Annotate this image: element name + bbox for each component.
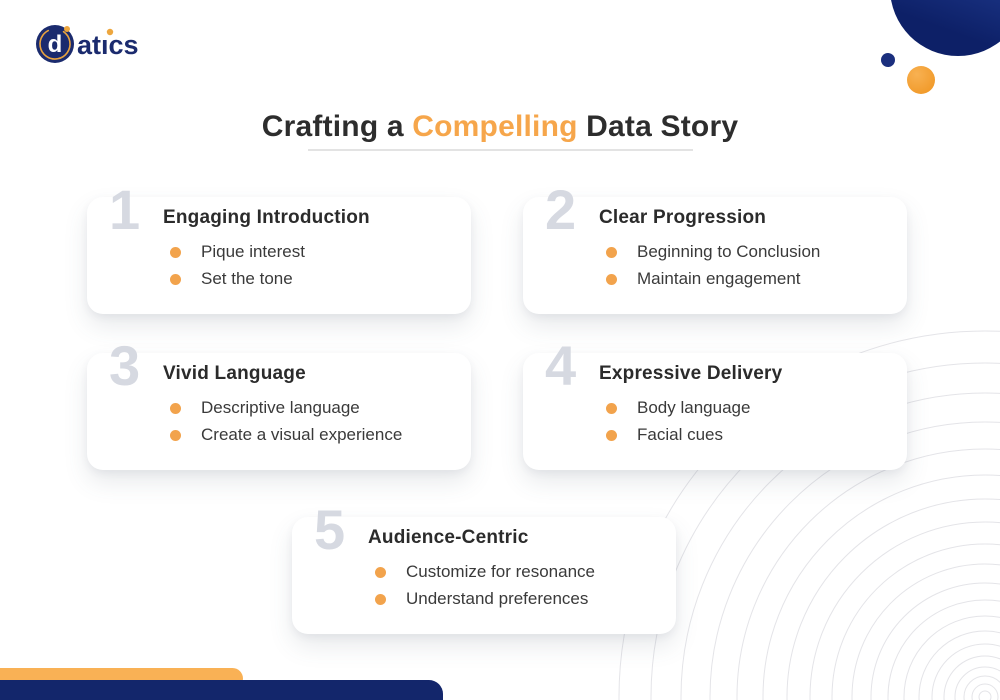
bullet-dot-icon [375, 566, 386, 578]
card-audience-centric: 5 Audience-Centric Customize for resonan… [292, 502, 676, 634]
card-bullet-list: Body language Facial cues [599, 398, 891, 445]
title-prefix: Crafting a [261, 110, 413, 144]
corner-navy-circle-decoration [890, 0, 1000, 56]
card-number: 5 [314, 498, 345, 561]
card-heading: Expressive Delivery [599, 363, 783, 384]
card-bullet-list: Descriptive language Create a visual exp… [163, 398, 455, 445]
card-bullet-list: Beginning to Conclusion Maintain engagem… [599, 242, 891, 289]
card-vivid-language: 3 Vivid Language Descriptive language Cr… [87, 338, 471, 470]
bullet-dot-icon [170, 273, 181, 285]
datics-logo: d atıcs [36, 25, 139, 63]
bullet-text: Create a visual experience [201, 425, 403, 444]
bullet-text: Pique interest [201, 242, 305, 261]
card-heading: Clear Progression [599, 207, 767, 228]
bullet-dot-icon [606, 273, 617, 285]
logo-gold-dot [64, 26, 70, 32]
card-heading: Audience-Centric [368, 527, 529, 548]
list-item: Create a visual experience [170, 425, 455, 445]
card-number: 4 [545, 334, 576, 397]
list-item: Facial cues [606, 425, 891, 445]
card-bullet-list: Pique interest Set the tone [163, 242, 455, 289]
bullet-text: Customize for resonance [406, 562, 595, 581]
list-item: Body language [606, 398, 891, 418]
list-item: Maintain engagement [606, 269, 891, 289]
bullet-dot-icon [170, 402, 181, 414]
list-item: Descriptive language [170, 398, 455, 418]
bottom-navy-bar-decoration [0, 680, 443, 700]
logo-circle-letter: d [48, 31, 63, 58]
card-heading: Vivid Language [163, 363, 306, 384]
title-divider [308, 149, 693, 151]
card-body: Vivid Language Descriptive language Crea… [87, 353, 471, 445]
orange-circle-decoration [907, 66, 935, 94]
card-expressive-delivery: 4 Expressive Delivery Body language Faci… [523, 338, 907, 470]
logo-text: atıcs [77, 30, 139, 60]
card-heading: Engaging Introduction [163, 207, 370, 228]
bullet-text: Understand preferences [406, 589, 589, 608]
bullet-dot-icon [375, 593, 386, 605]
bullet-dot-icon [170, 246, 181, 258]
bullet-text: Facial cues [637, 425, 723, 444]
bullet-dot-icon [606, 429, 617, 441]
title-highlight: Compelling [412, 110, 578, 144]
card-clear-progression: 2 Clear Progression Beginning to Conclus… [523, 182, 907, 314]
concentric-rings-decoration [618, 330, 1000, 700]
list-item: Customize for resonance [375, 562, 660, 582]
card-body: Clear Progression Beginning to Conclusio… [523, 197, 907, 289]
bullet-text: Set the tone [201, 269, 293, 288]
page-title: Crafting a Compelling Data Story [0, 110, 1000, 144]
list-item: Understand preferences [375, 589, 660, 609]
bullet-dot-icon [170, 429, 181, 441]
bullet-text: Descriptive language [201, 398, 360, 417]
bullet-text: Body language [637, 398, 751, 417]
list-item: Beginning to Conclusion [606, 242, 891, 262]
card-body: Audience-Centric Customize for resonance… [292, 517, 676, 609]
card-number: 1 [109, 178, 140, 241]
card-number: 2 [545, 178, 576, 241]
logo-i-tittle [106, 28, 114, 36]
list-item: Pique interest [170, 242, 455, 262]
bullet-text: Beginning to Conclusion [637, 242, 821, 261]
list-item: Set the tone [170, 269, 455, 289]
bullet-text: Maintain engagement [637, 269, 801, 288]
logo-circle [36, 25, 74, 63]
bullet-dot-icon [606, 246, 617, 258]
card-bullet-list: Customize for resonance Understand prefe… [368, 562, 660, 609]
bullet-dot-icon [606, 402, 617, 414]
title-suffix: Data Story [577, 110, 739, 144]
card-number: 3 [109, 334, 140, 397]
card-engaging-introduction: 1 Engaging Introduction Pique interest S… [87, 182, 471, 314]
card-body: Expressive Delivery Body language Facial… [523, 353, 907, 445]
small-navy-dot-decoration [881, 53, 895, 67]
logo-ring-arc [39, 28, 71, 60]
card-body: Engaging Introduction Pique interest Set… [87, 197, 471, 289]
